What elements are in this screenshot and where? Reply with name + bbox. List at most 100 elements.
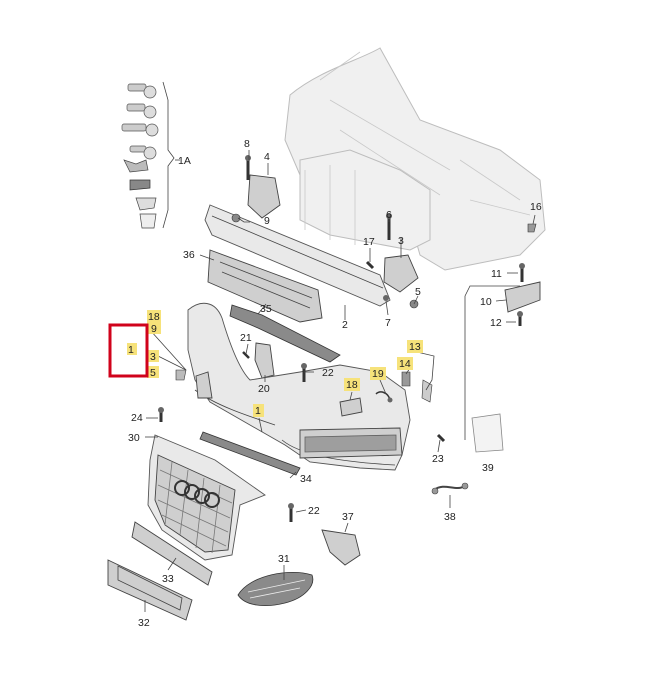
callout-text: 1 — [128, 344, 134, 356]
side-bracket-10 — [504, 281, 541, 313]
callout-3-upper[interactable]: 3 — [398, 235, 404, 247]
impact-bar — [204, 204, 391, 307]
bolt-icon — [383, 295, 389, 301]
callout-31[interactable]: 31 — [278, 553, 290, 565]
callout-text: 10 — [480, 296, 492, 308]
callout-14[interactable]: 14 — [397, 357, 413, 370]
callout-text: 22 — [322, 367, 334, 379]
callout-35[interactable]: 35 — [260, 303, 272, 315]
callout-24[interactable]: 24 — [131, 412, 143, 424]
energy-absorber — [207, 249, 323, 323]
front-body-structure — [284, 47, 546, 271]
callout-text: 17 — [363, 236, 375, 248]
callout-text: 18 — [148, 311, 160, 323]
bolt-icon — [436, 433, 446, 443]
bolt-icon — [158, 407, 164, 422]
callout-6[interactable]: 6 — [386, 209, 392, 221]
bolt-icon — [242, 351, 250, 359]
callout-2[interactable]: 2 — [342, 319, 348, 331]
callout-18-bumper[interactable]: 18 — [344, 378, 360, 391]
callout-1-main[interactable]: 1 — [253, 404, 264, 417]
callout-10[interactable]: 10 — [480, 296, 492, 308]
clip-icon — [123, 159, 149, 173]
callout-text: 18 — [346, 379, 358, 391]
bolt-icon — [301, 363, 307, 382]
callout-text: 3 — [398, 235, 404, 247]
bolt-icon — [517, 311, 523, 326]
callout-text: 1A — [178, 155, 191, 167]
callout-37[interactable]: 37 — [342, 511, 354, 523]
bolt-icon — [519, 263, 525, 282]
callout-17[interactable]: 17 — [363, 236, 375, 248]
callout-text: 24 — [131, 412, 143, 424]
screw-icon — [121, 123, 159, 137]
callout-1A[interactable]: 1A — [178, 155, 191, 167]
callout-text: 38 — [444, 511, 456, 523]
callout-16[interactable]: 16 — [530, 201, 542, 213]
callout-text: 39 — [482, 462, 494, 474]
bracket-left-4 — [247, 174, 281, 219]
callout-text: 16 — [530, 201, 542, 213]
callout-5-left[interactable]: 5 — [147, 366, 159, 379]
callout-text: 35 — [260, 303, 272, 315]
nut-icon — [231, 213, 241, 223]
callout-39[interactable]: 39 — [482, 462, 494, 474]
fog-light-grille — [237, 572, 314, 606]
wiring-harness — [431, 482, 469, 495]
callout-text: 36 — [183, 249, 195, 261]
callout-text: 19 — [372, 368, 384, 380]
lower-trim-strip — [199, 431, 301, 476]
callout-8[interactable]: 8 — [244, 138, 250, 150]
callout-21[interactable]: 21 — [240, 332, 252, 344]
callout-33[interactable]: 33 — [162, 573, 174, 585]
callout-19[interactable]: 19 — [370, 367, 386, 380]
callout-text: 11 — [491, 268, 502, 280]
callout-5-upper[interactable]: 5 — [415, 286, 421, 298]
selection-highlight-box — [108, 323, 149, 378]
callout-4[interactable]: 4 — [264, 151, 270, 163]
bolt-icon — [365, 260, 375, 270]
callout-text: 37 — [342, 511, 354, 523]
callout-text: 32 — [138, 617, 150, 629]
callout-22-upper[interactable]: 22 — [322, 367, 334, 379]
callout-30[interactable]: 30 — [128, 432, 140, 444]
callout-7[interactable]: 7 — [385, 317, 391, 329]
callout-23[interactable]: 23 — [432, 453, 444, 465]
callout-34[interactable]: 34 — [300, 473, 312, 485]
callout-text: 2 — [342, 319, 348, 331]
callout-9-left[interactable]: 9 — [147, 322, 161, 335]
callout-20[interactable]: 20 — [258, 383, 270, 395]
callout-36[interactable]: 36 — [183, 249, 195, 261]
sensor-icon — [375, 391, 393, 403]
callout-18-left[interactable]: 18 — [147, 310, 161, 323]
callout-38[interactable]: 38 — [444, 511, 456, 523]
callout-11[interactable]: 11 — [491, 268, 502, 280]
screw-icon — [129, 145, 157, 160]
callout-text: 14 — [399, 358, 411, 370]
license-plate-holder — [107, 559, 193, 621]
callout-32[interactable]: 32 — [138, 617, 150, 629]
bolt-icon — [288, 503, 294, 522]
protective-bag — [471, 413, 504, 453]
tow-eye-cover — [339, 397, 363, 417]
screw-icon — [126, 103, 157, 119]
screw-set — [121, 81, 175, 229]
bumper-cover — [187, 302, 411, 471]
plate-base-33 — [131, 521, 213, 586]
bracket-right-3 — [383, 254, 419, 293]
callout-13[interactable]: 13 — [407, 340, 423, 353]
callout-text: 23 — [432, 453, 444, 465]
fastener-icons — [158, 155, 537, 522]
callout-22-lower[interactable]: 22 — [308, 505, 320, 517]
callout-text: 1 — [255, 405, 261, 417]
callout-text: 22 — [308, 505, 320, 517]
callout-9[interactable]: 9 — [264, 215, 270, 227]
clip-icon — [139, 213, 157, 229]
callout-3-left[interactable]: 3 — [147, 350, 159, 363]
callout-text: 34 — [300, 473, 312, 485]
callout-text: 20 — [258, 383, 270, 395]
callout-1-left[interactable]: 1 — [127, 343, 137, 356]
callout-12[interactable]: 12 — [490, 317, 502, 329]
brand-rings-emblem — [174, 480, 220, 508]
